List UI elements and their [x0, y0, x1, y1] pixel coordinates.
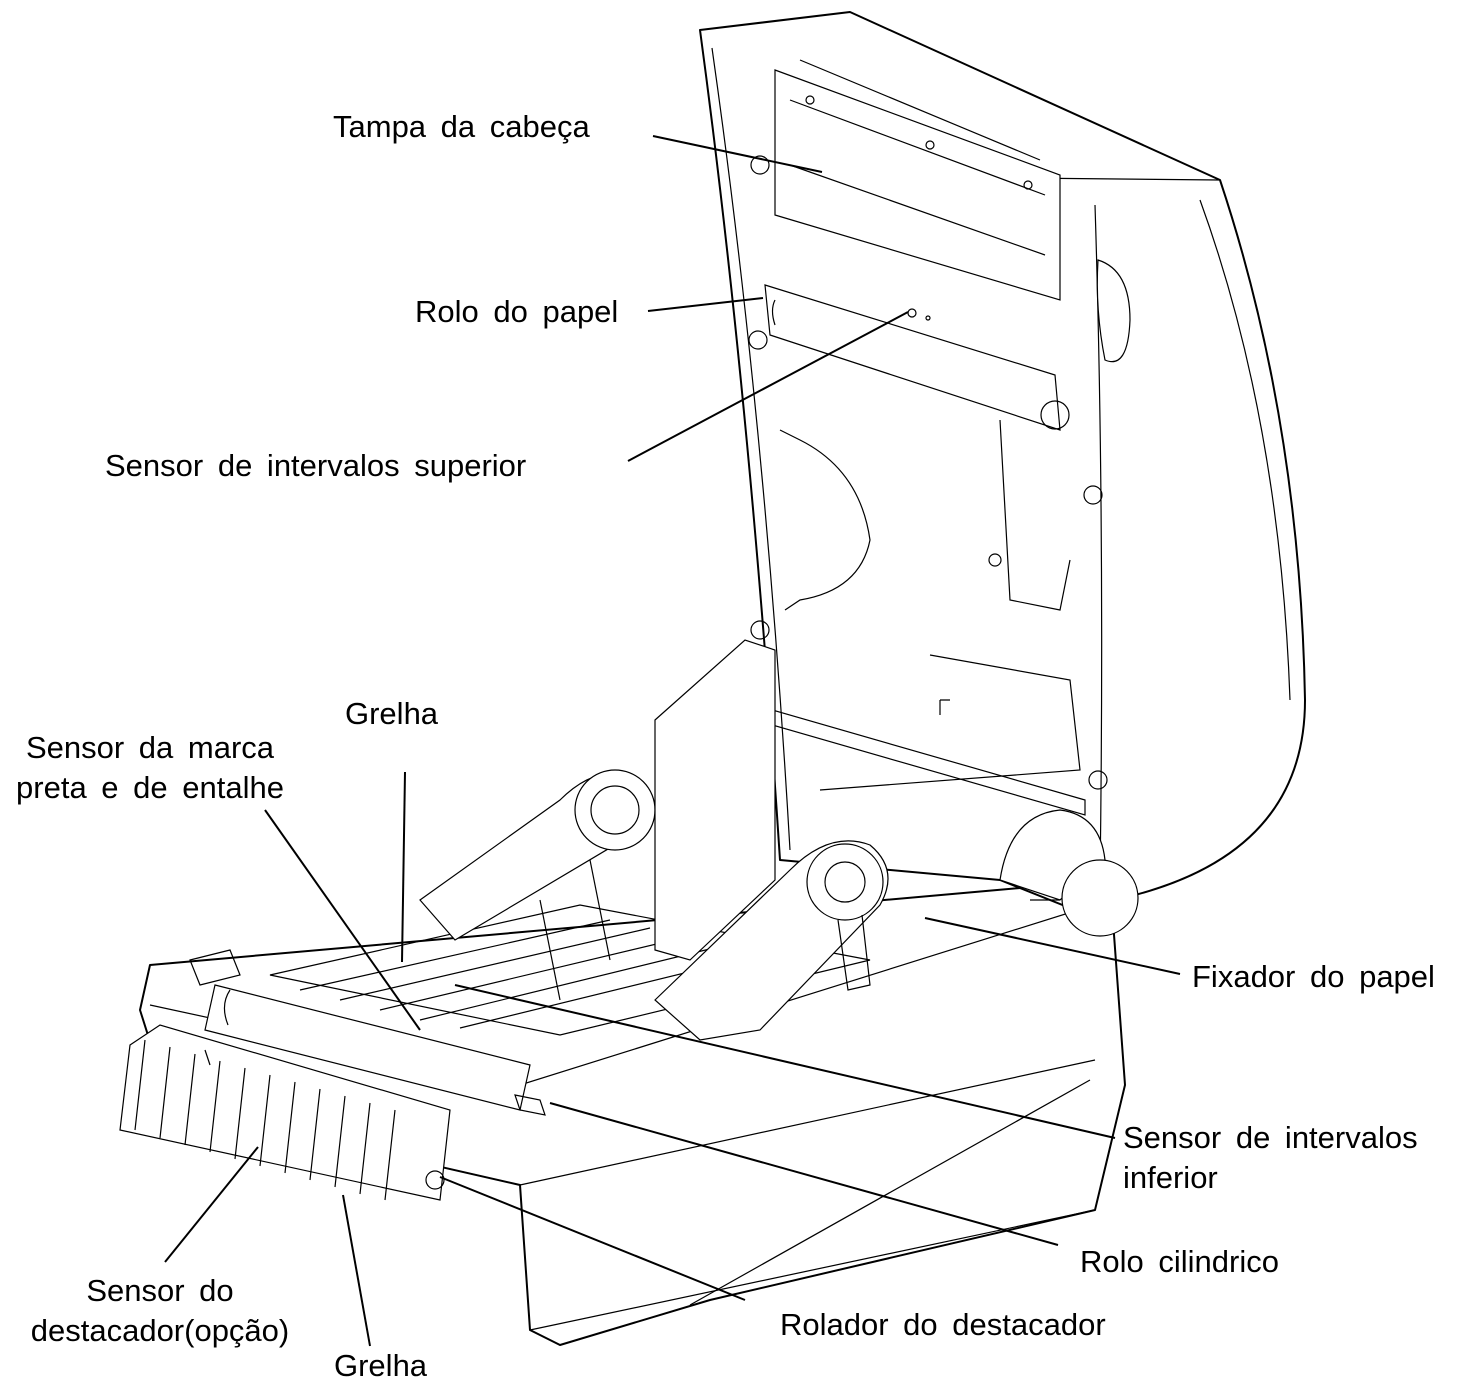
printer-body: [119, 11, 1306, 1346]
label-sensor-destacador-line-2: destacador(opção): [30, 1313, 290, 1348]
callout-lines: [164, 135, 1181, 1347]
label-sensor-do-destacador: Sensor do destacador(opção): [10, 1271, 310, 1351]
label-grelha-top: Grelha: [345, 696, 439, 731]
label-tampa-da-cabeca: Tampa da cabeça: [333, 109, 590, 144]
label-sensor-inferior-line-1: Sensor de intervalos: [1123, 1120, 1418, 1155]
label-sensor-de-intervalos-inferior: Sensor de intervalos inferior: [1123, 1118, 1418, 1198]
label-rolo-cilindrico: Rolo cilindrico: [1080, 1244, 1279, 1279]
label-rolo-do-papel: Rolo do papel: [415, 294, 619, 329]
label-grelha-bottom: Grelha: [334, 1348, 428, 1383]
label-rolador-do-destacador: Rolador do destacador: [780, 1307, 1106, 1342]
label-sensor-marca-line-1: Sensor da marca: [25, 730, 275, 765]
label-sensor-marca-preta: Sensor da marca preta e de entalhe: [0, 728, 300, 808]
label-sensor-inferior-line-2: inferior: [1123, 1160, 1218, 1195]
label-sensor-marca-line-2: preta e de entalhe: [16, 770, 284, 805]
label-sensor-de-intervalos-superior: Sensor de intervalos superior: [105, 448, 527, 483]
label-sensor-destacador-line-1: Sensor do: [86, 1273, 234, 1308]
label-fixador-do-papel: Fixador do papel: [1192, 959, 1435, 994]
